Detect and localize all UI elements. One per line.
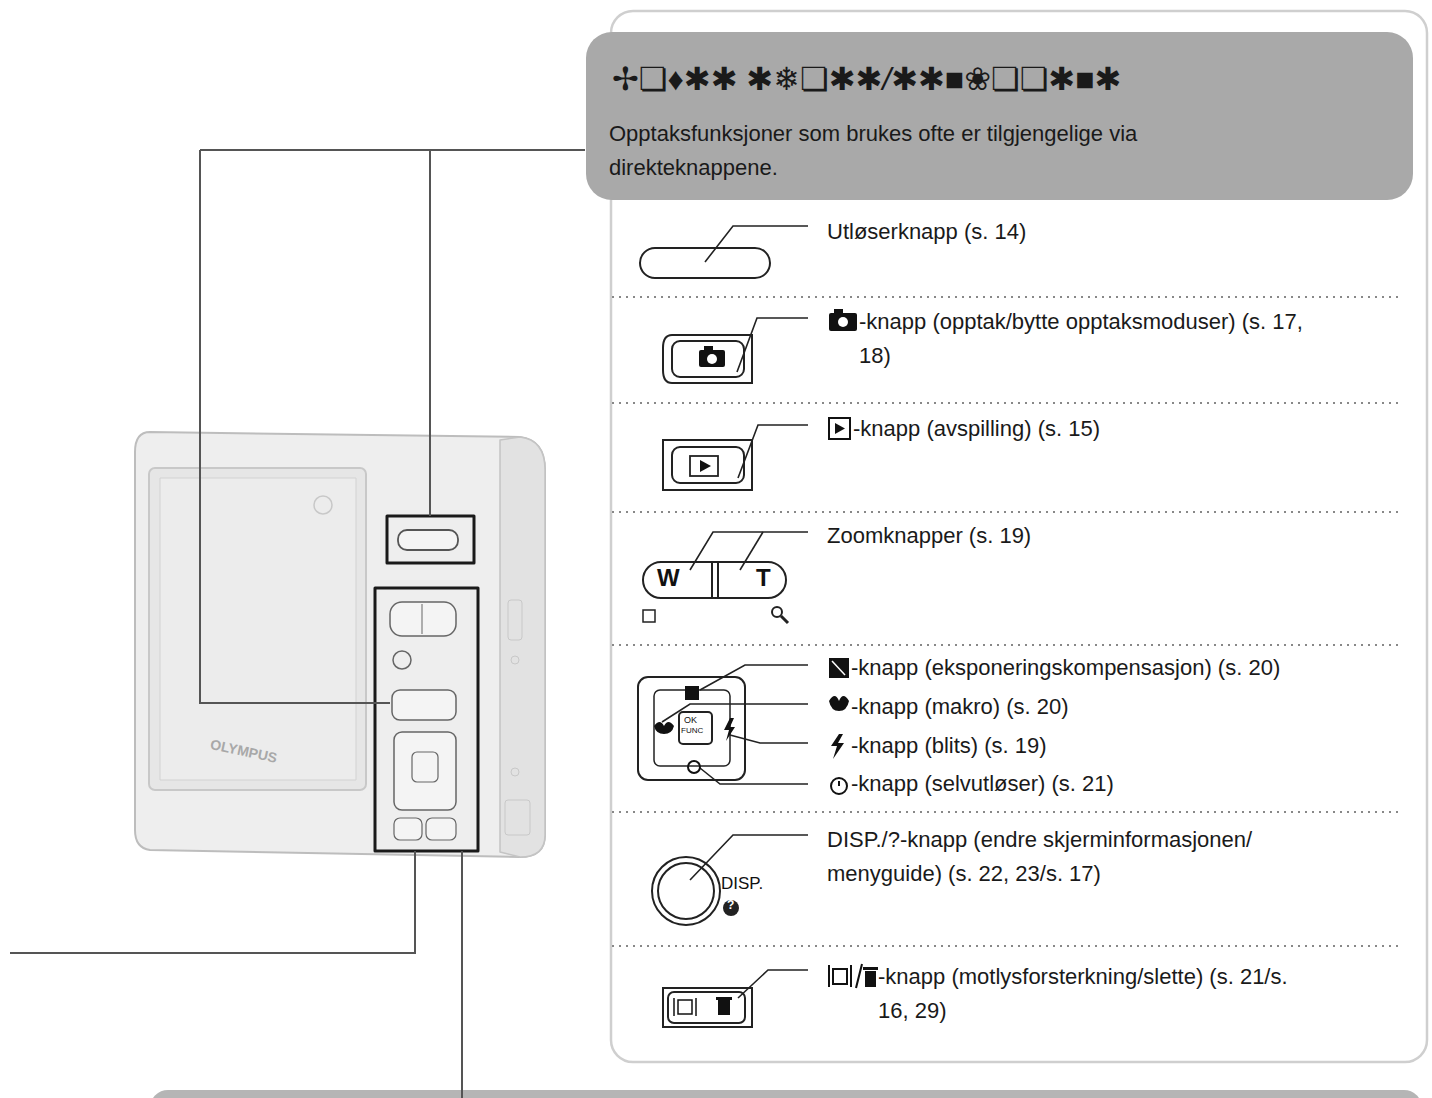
button-label: OK — [684, 716, 697, 726]
button-description: -knapp (opptak/bytte opptaksmoduser) (s.… — [859, 305, 1329, 373]
button-description: DISP./?-knapp (endre skjerminformasjonen… — [827, 823, 1362, 891]
symbol-icons — [654, 309, 878, 1016]
button-label: DISP. — [721, 875, 763, 894]
header-band: ✢❏♦✱✱ ✱❄❏✱✱/✱✱■❀❏❏✱■✱ Opptaksfunksjoner s… — [586, 32, 1413, 200]
header-band — [586, 32, 1413, 200]
button-description: Zoomknapper (s. 19) — [827, 519, 1387, 553]
button-description: -knapp (blits) (s. 19) — [851, 729, 1391, 763]
row-separators — [612, 297, 1398, 946]
next-band — [150, 1090, 1422, 1098]
button-label: T — [756, 565, 771, 591]
button-description: -knapp (eksponeringskompensasjon) (s. 20… — [851, 651, 1411, 685]
button-description: -knapp (avspilling) (s. 15) — [853, 412, 1373, 446]
button-description: -knapp (selvutløser) (s. 21) — [851, 767, 1391, 801]
button-label: W — [657, 565, 680, 591]
button-description: Utløserknapp (s. 14) — [827, 215, 1387, 249]
camera-illustration — [135, 432, 545, 857]
panel-title: ✢❏♦✱✱ ✱❄❏✱✱/✱✱■❀❏❏✱■✱ — [612, 56, 1212, 102]
button-label: ? — [727, 899, 734, 912]
button-description: -knapp (motlysforsterkning/slette) (s. 2… — [878, 960, 1318, 1028]
button-description: -knapp (makro) (s. 20) — [851, 690, 1391, 724]
panel-description: Opptaksfunksjoner som brukes ofte er til… — [609, 117, 1259, 185]
button-icons — [638, 226, 808, 1027]
button-label: FUNC — [681, 727, 703, 736]
leader-lines — [10, 150, 585, 1098]
